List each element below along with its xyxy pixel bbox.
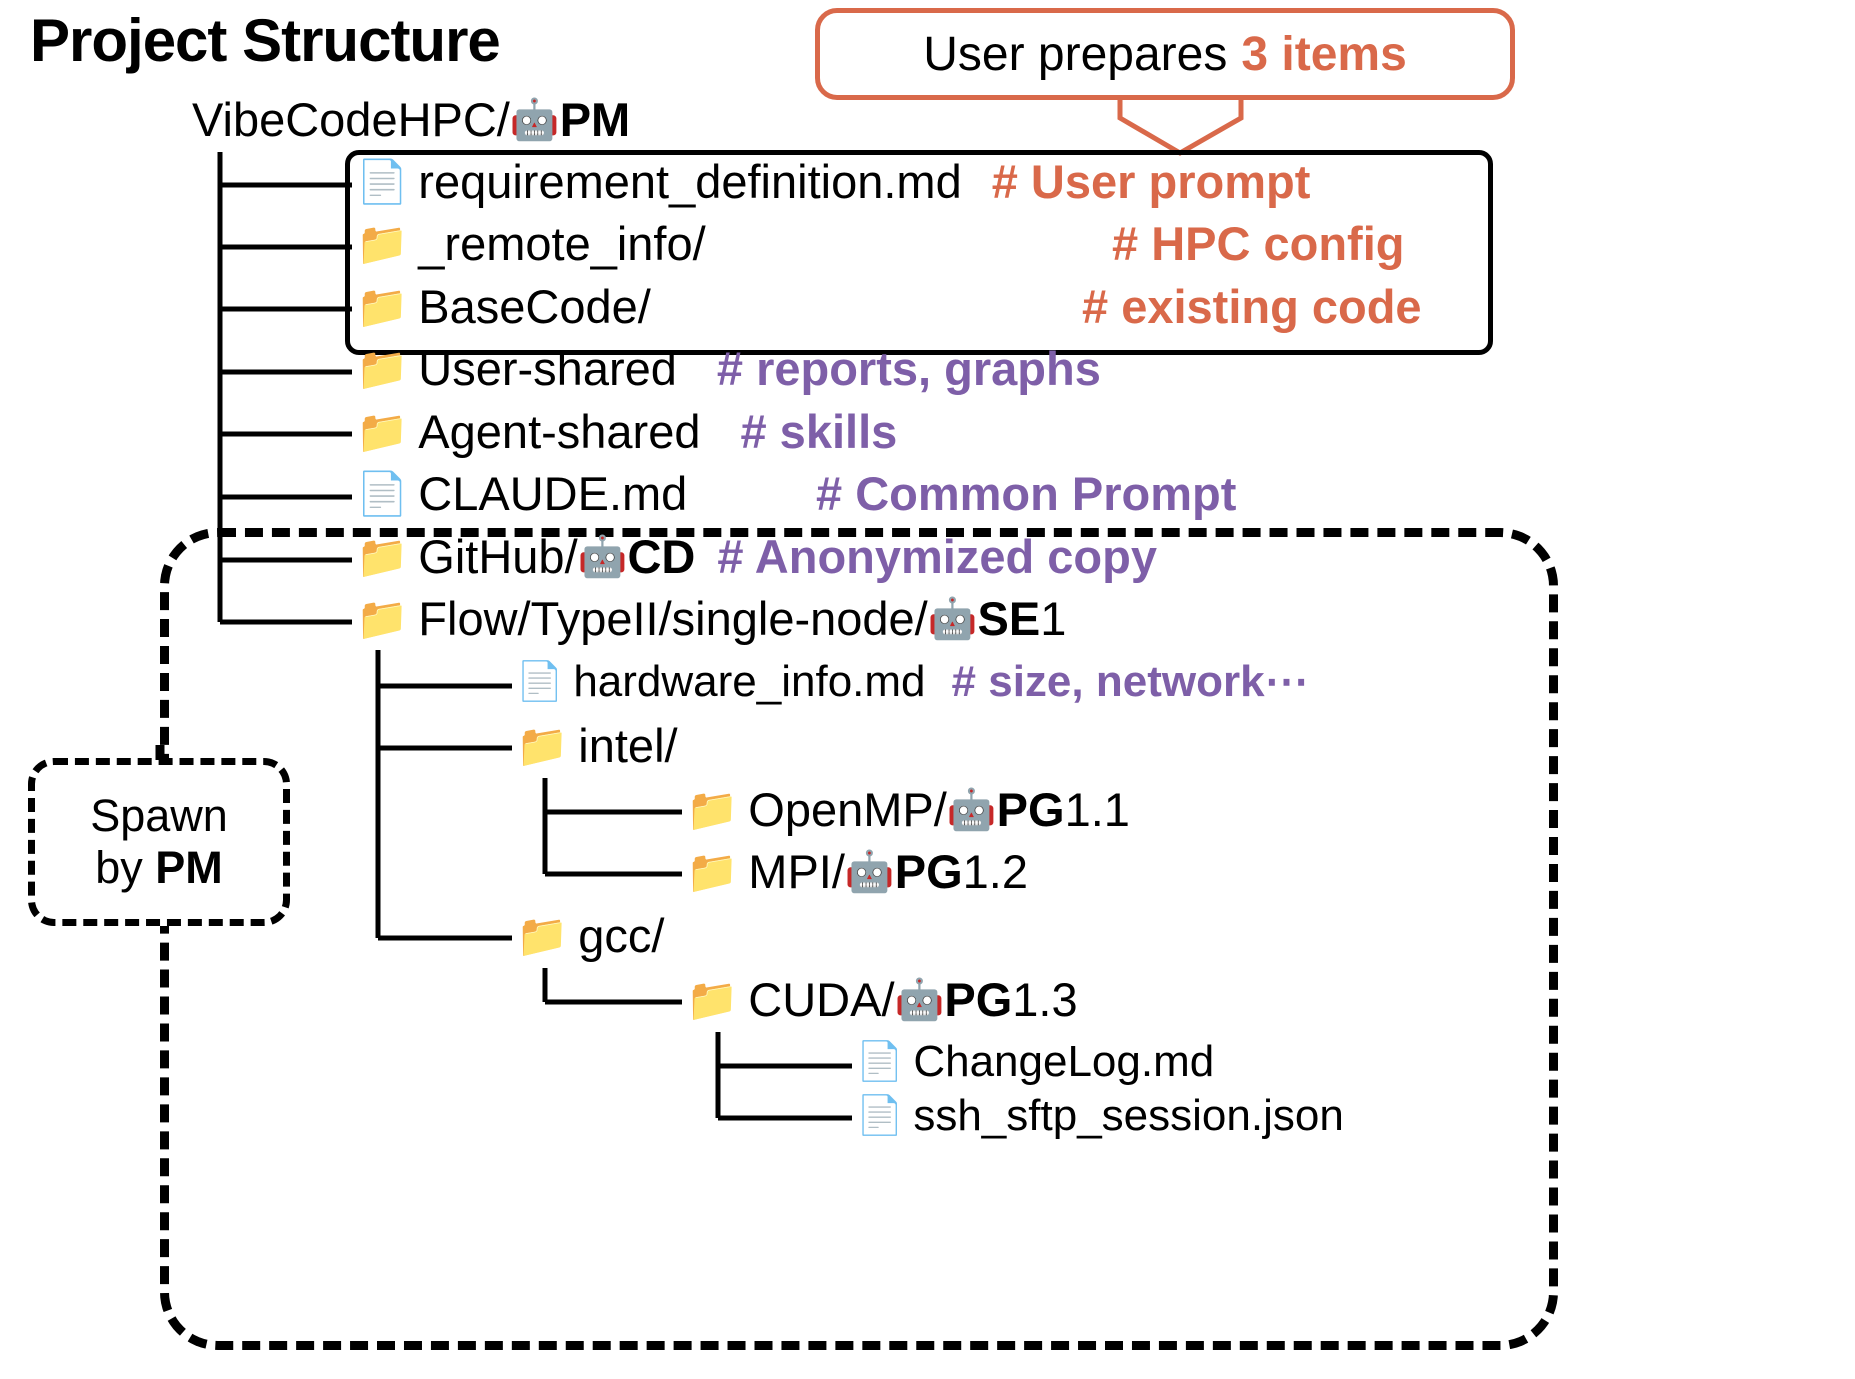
tree-row-user-shared[interactable]: 📁 User-shared # reports, graphs <box>356 345 1101 392</box>
folder-icon: 📁 <box>686 975 739 1023</box>
tree-root-row[interactable]: VibeCodeHPC/ 🤖 PM <box>192 96 630 143</box>
spawn-region-frame <box>160 528 1558 1350</box>
tree-row-intel[interactable]: 📁 intel/ <box>516 722 678 769</box>
tree-item-label: MPI/ <box>748 845 845 898</box>
agent-badge-pg: PG <box>996 783 1065 836</box>
agent-index: 1.2 <box>962 845 1028 898</box>
folder-icon: 📁 <box>516 911 569 959</box>
agent-badge-pg: PG <box>944 973 1013 1026</box>
folder-icon: 📁 <box>356 594 409 642</box>
tree-row-openmp[interactable]: 📁 OpenMP/ 🤖 PG 1.1 <box>686 786 1130 833</box>
tree-item-comment: # reports, graphs <box>716 342 1101 395</box>
tree-row-ssh-session[interactable]: 📄 ssh_sftp_session.json <box>856 1094 1344 1138</box>
spawn-note-line1: Spawn <box>90 789 228 841</box>
agent-index: 1.1 <box>1064 783 1130 836</box>
tree-row-requirement[interactable]: 📄 requirement_definition.md # User promp… <box>356 158 1310 205</box>
tree-item-label: GitHub/ <box>418 530 578 583</box>
tree-row-cuda[interactable]: 📁 CUDA/ 🤖 PG 1.3 <box>686 976 1078 1023</box>
tree-item-comment: # User prompt <box>991 155 1311 208</box>
tree-item-comment: # Anonymized copy <box>717 530 1157 583</box>
folder-icon: 📁 <box>686 847 739 895</box>
folder-icon: 📁 <box>356 532 409 580</box>
spawn-note-line2: by PM <box>95 842 223 893</box>
tree-item-label: CUDA/ <box>748 973 895 1026</box>
tree-item-label: CLAUDE.md <box>418 467 688 520</box>
tree-item-label: gcc/ <box>578 909 665 962</box>
folder-icon: 📁 <box>516 721 569 769</box>
tree-row-basecode[interactable]: 📁 BaseCode/ # existing code <box>356 280 1422 333</box>
tree-item-label: requirement_definition.md <box>418 155 962 208</box>
tree-row-hardware-info[interactable]: 📄 hardware_info.md # size, network⋯ <box>516 660 1309 704</box>
folder-icon: 📁 <box>356 282 409 330</box>
tree-item-label: ChangeLog.md <box>913 1037 1215 1086</box>
tree-row-flow[interactable]: 📁 Flow/TypeII/single-node/ 🤖 SE 1 <box>356 595 1066 642</box>
tree-item-label: OpenMP/ <box>748 783 947 836</box>
folder-icon: 📁 <box>356 344 409 392</box>
callout-accent-text: 3 items <box>1241 27 1407 81</box>
robot-icon: 🤖 <box>844 849 895 894</box>
callout-text: User prepares <box>923 27 1228 81</box>
file-icon: 📄 <box>356 469 409 517</box>
file-icon: 📄 <box>356 157 409 205</box>
tree-item-label: User-shared <box>418 342 677 395</box>
folder-icon: 📁 <box>356 219 409 267</box>
robot-icon: 🤖 <box>894 977 945 1022</box>
robot-icon: 🤖 <box>927 596 978 641</box>
file-icon: 📄 <box>856 1095 904 1137</box>
file-icon: 📄 <box>856 1041 904 1083</box>
robot-icon: 🤖 <box>577 534 628 579</box>
tree-item-label: Flow/TypeII/single-node/ <box>418 592 928 645</box>
user-items-frame <box>345 150 1493 355</box>
tree-row-gcc[interactable]: 📁 gcc/ <box>516 912 665 959</box>
tree-item-comment: # Common Prompt <box>816 467 1237 520</box>
agent-index: 1.3 <box>1012 973 1078 1026</box>
tree-item-comment: # existing code <box>1082 280 1422 333</box>
tree-row-mpi[interactable]: 📁 MPI/ 🤖 PG 1.2 <box>686 848 1028 895</box>
folder-icon: 📁 <box>686 785 739 833</box>
agent-badge-pg: PG <box>894 845 963 898</box>
robot-icon: 🤖 <box>946 787 997 832</box>
tree-item-label: Agent-shared <box>418 405 701 458</box>
robot-icon: 🤖 <box>509 97 560 142</box>
agent-badge-cd: CD <box>627 530 696 583</box>
tree-row-github[interactable]: 📁 GitHub/ 🤖 CD # Anonymized copy <box>356 533 1157 580</box>
tree-item-label: ssh_sftp_session.json <box>913 1091 1344 1140</box>
tree-item-comment: # size, network⋯ <box>951 657 1309 706</box>
tree-row-agent-shared[interactable]: 📁 Agent-shared # skills <box>356 408 897 455</box>
tree-root-label: VibeCodeHPC/ <box>192 93 510 146</box>
page-title: Project Structure <box>30 7 501 74</box>
tree-row-claude-md[interactable]: 📄 CLAUDE.md # Common Prompt <box>356 467 1236 520</box>
tree-row-remote-info[interactable]: 📁 _remote_info/ # HPC config <box>356 217 1404 270</box>
callout-bubble: User prepares 3 items <box>815 8 1515 100</box>
tree-row-changelog[interactable]: 📄 ChangeLog.md <box>856 1040 1214 1084</box>
spawn-note: Spawn by PM <box>28 758 290 926</box>
folder-icon: 📁 <box>356 407 409 455</box>
tree-item-comment: # HPC config <box>1112 217 1405 270</box>
tree-item-label: intel/ <box>578 719 678 772</box>
agent-badge-pm: PM <box>559 93 631 146</box>
tree-item-label: BaseCode/ <box>418 280 651 333</box>
tree-item-comment: # skills <box>740 405 898 458</box>
tree-item-label: _remote_info/ <box>418 217 706 270</box>
agent-index: 1 <box>1040 592 1067 645</box>
agent-badge-se: SE <box>977 592 1041 645</box>
file-icon: 📄 <box>516 661 564 703</box>
tree-item-label: hardware_info.md <box>573 657 926 706</box>
